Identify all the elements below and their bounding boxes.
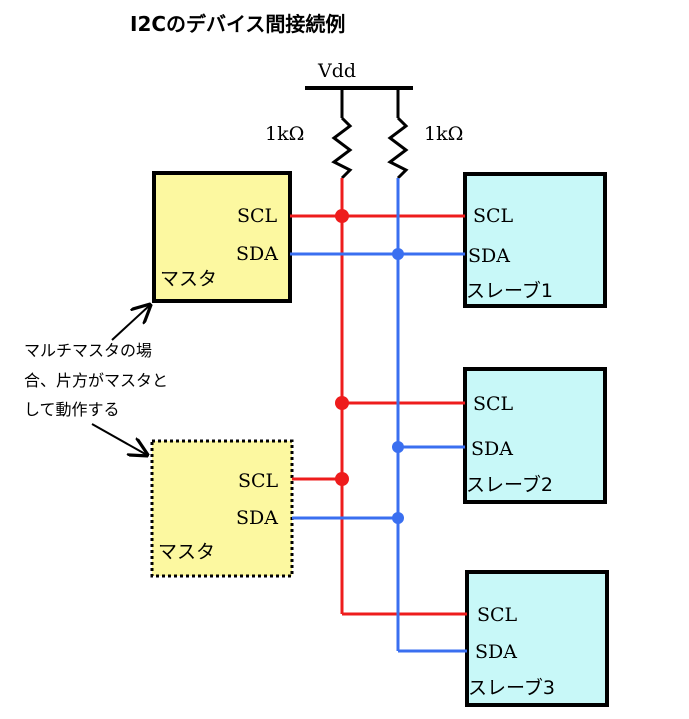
slave2-scl-label: SCL xyxy=(473,393,514,415)
master1-sda-label: SDA xyxy=(236,243,278,265)
slave2-name: スレーブ2 xyxy=(466,473,553,496)
master1-scl-label: SCL xyxy=(237,205,278,227)
slave-box-1 xyxy=(463,172,607,308)
scl-junction xyxy=(335,396,349,410)
slave1-name: スレーブ1 xyxy=(466,279,553,302)
slave3-scl-label: SCL xyxy=(477,604,518,626)
vdd-label: Vdd xyxy=(317,60,356,82)
note-line-1: マルチマスタの場 xyxy=(24,341,152,360)
diagram-title: I2Cのデバイス間接続例 xyxy=(130,12,345,36)
master2-name: マスタ xyxy=(158,541,215,563)
sda-junctions xyxy=(392,248,404,524)
scl-bus xyxy=(290,178,467,616)
scl-pullup-resistor xyxy=(331,116,353,180)
scl-junction xyxy=(335,472,349,486)
slave3-name: スレーブ3 xyxy=(468,676,555,699)
sda-bus xyxy=(290,178,467,653)
arrow-to-primary-master xyxy=(111,305,150,341)
note-line-3: して動作する xyxy=(24,400,120,419)
slave1-sda-label: SDA xyxy=(468,245,510,267)
master1-name: マスタ xyxy=(160,268,217,290)
sda-junction xyxy=(392,441,404,453)
arrow-to-secondary-master xyxy=(91,423,147,455)
master2-scl-label: SCL xyxy=(238,470,279,492)
scl-junctions xyxy=(335,209,349,486)
master2-sda-label: SDA xyxy=(236,507,278,529)
scl-junction xyxy=(335,209,349,223)
sda-pullup-resistor xyxy=(387,116,409,180)
sda-junction xyxy=(392,248,404,260)
note-line-2: 合、片方がマスタと xyxy=(24,371,168,390)
slave1-scl-label: SCL xyxy=(473,205,514,227)
sda-resistor-value: 1kΩ xyxy=(424,123,463,145)
slave3-sda-label: SDA xyxy=(475,641,517,663)
scl-resistor-value: 1kΩ xyxy=(265,123,304,145)
master-box-secondary xyxy=(150,439,294,578)
sda-junction xyxy=(392,512,404,524)
slave2-sda-label: SDA xyxy=(471,438,513,460)
slave-box-2 xyxy=(463,367,607,504)
master-box-primary xyxy=(152,171,292,303)
slave-box-3 xyxy=(465,570,609,707)
